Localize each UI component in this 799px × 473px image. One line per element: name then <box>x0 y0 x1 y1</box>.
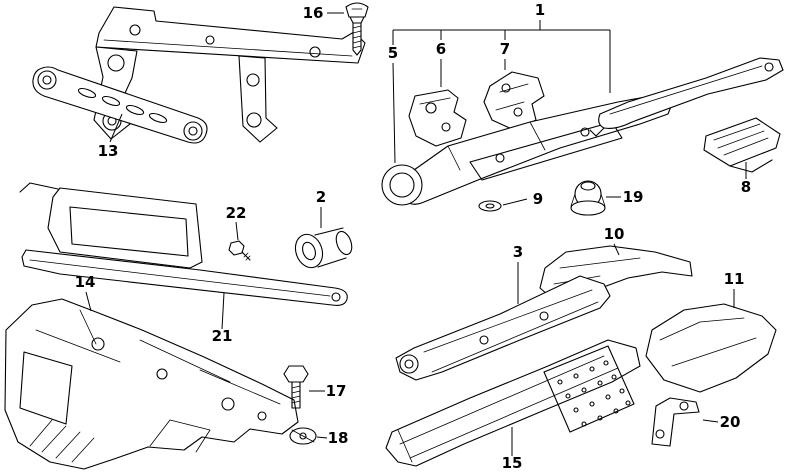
part-label-5[interactable]: 5 <box>388 44 398 62</box>
part-drawing-clip-18 <box>289 427 317 445</box>
part-drawing-bracket-20 <box>651 397 700 447</box>
part-label-2[interactable]: 2 <box>316 188 326 206</box>
part-drawing-bracket-7 <box>483 71 545 131</box>
part-drawing-bolt-17 <box>283 365 309 409</box>
part-label-15[interactable]: 15 <box>502 454 523 472</box>
part-label-19[interactable]: 19 <box>623 188 644 206</box>
part-label-20[interactable]: 20 <box>720 413 741 431</box>
part-drawing-bracket-6 <box>408 89 467 147</box>
part-drawing-washer <box>478 200 502 212</box>
part-label-10[interactable]: 10 <box>604 225 625 243</box>
part-label-14[interactable]: 14 <box>75 273 96 291</box>
part-drawing-strut-bar <box>32 66 208 144</box>
part-label-21[interactable]: 21 <box>212 327 233 345</box>
part-drawing-support-11 <box>645 303 777 393</box>
part-drawing-screw <box>345 2 369 56</box>
part-drawing-grommet <box>570 180 606 216</box>
part-drawing-side-member-upper <box>589 57 784 137</box>
part-drawing-small-bolt <box>228 240 251 261</box>
part-label-8[interactable]: 8 <box>741 178 751 196</box>
part-drawing-engine-carrier-lower <box>385 339 641 467</box>
part-label-22[interactable]: 22 <box>226 204 247 222</box>
part-drawing-heat-shield <box>703 117 781 173</box>
part-label-3[interactable]: 3 <box>513 243 523 261</box>
part-drawing-bumper-carrier <box>19 182 348 306</box>
part-labels: 16 1 5 6 7 13 2 22 9 19 10 8 14 3 11 21 … <box>75 1 752 472</box>
part-label-1[interactable]: 1 <box>535 1 545 19</box>
part-label-7[interactable]: 7 <box>500 40 510 58</box>
part-label-17[interactable]: 17 <box>326 382 347 400</box>
part-drawing-front-panel <box>4 298 299 470</box>
part-label-13[interactable]: 13 <box>98 142 119 160</box>
part-label-16[interactable]: 16 <box>303 4 324 22</box>
part-label-6[interactable]: 6 <box>436 40 446 58</box>
part-label-9[interactable]: 9 <box>533 190 543 208</box>
part-label-11[interactable]: 11 <box>724 270 745 288</box>
part-drawing-side-member-3 <box>395 275 611 381</box>
leader-lines <box>85 12 747 456</box>
part-drawing-bushing <box>294 227 353 269</box>
part-label-18[interactable]: 18 <box>328 429 349 447</box>
